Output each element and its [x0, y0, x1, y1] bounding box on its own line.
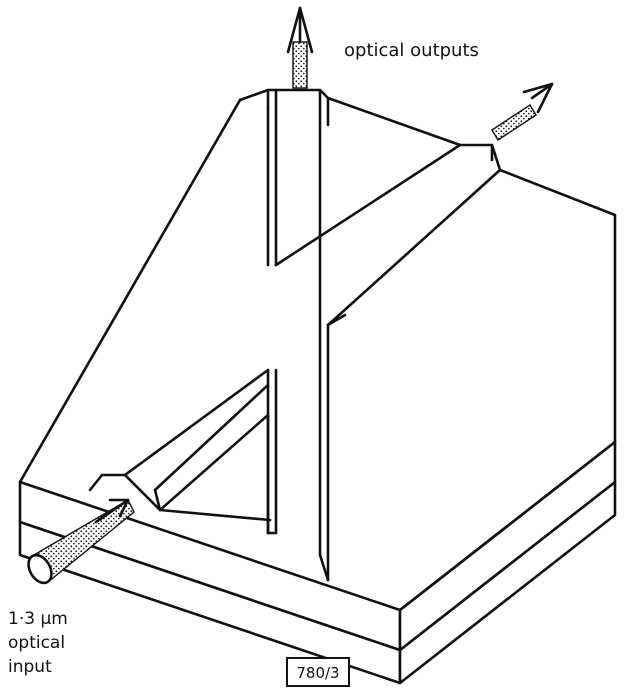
- figure-id-box: 780/3: [286, 657, 350, 687]
- input-label-line3: input: [8, 657, 52, 677]
- figure-id: 780/3: [296, 664, 339, 682]
- input-label-line2: optical: [8, 633, 65, 653]
- output-arrow-diagonal-icon: [491, 82, 554, 141]
- guiding-layer-sides: [18, 440, 617, 652]
- output-arrow-vertical-icon: [286, 6, 314, 89]
- diagonal-ridge-waveguide: [88, 143, 502, 522]
- top-surface: [18, 88, 617, 612]
- input-label-line1: 1·3 µm: [8, 609, 68, 629]
- outputs-label: optical outputs: [344, 40, 479, 61]
- straight-ridge-waveguide: [266, 88, 330, 582]
- input-beam-cone-icon: [27, 499, 135, 585]
- etched-recess: [158, 413, 270, 535]
- input-arrow-icon: [94, 498, 130, 524]
